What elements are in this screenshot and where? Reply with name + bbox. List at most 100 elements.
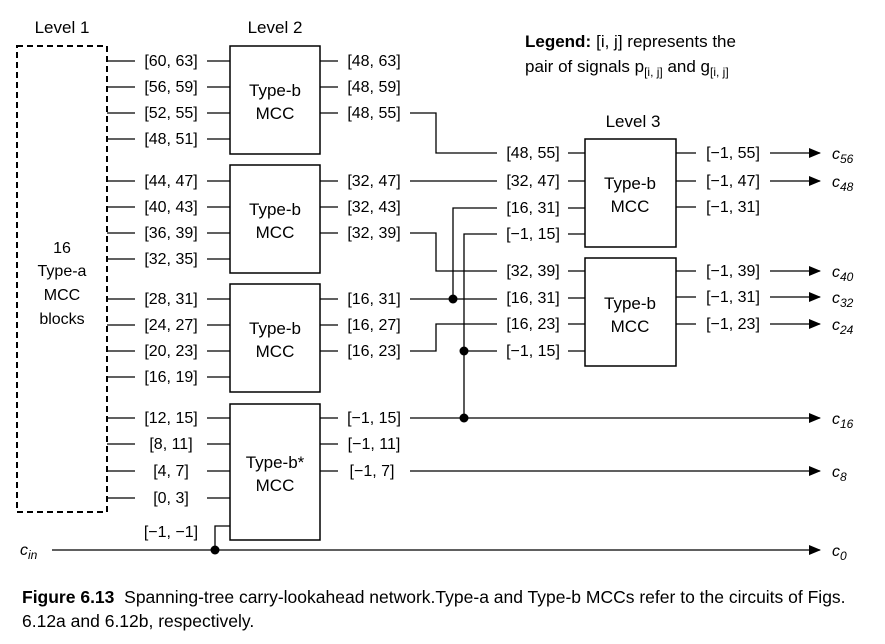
output-label: [−1, 15]	[347, 410, 401, 427]
input-label: [32, 39]	[506, 263, 559, 280]
mcc-box	[229, 283, 321, 393]
input-label: [56, 59]	[144, 79, 197, 96]
mcc-label: MCC	[611, 197, 650, 216]
input-label: [0, 3]	[153, 490, 189, 507]
mcc-label: MCC	[256, 104, 295, 123]
output-label: [−1, 55]	[706, 145, 760, 162]
input-label: [16, 23]	[506, 316, 559, 333]
level-3-block-1: Type-b MCC [48, 55] [32, 47] [16, 31] [−…	[506, 138, 760, 248]
level-1-label-line: MCC	[44, 287, 80, 304]
level-1-heading: Level 1	[35, 18, 90, 37]
output-label: [−1, 11]	[348, 436, 401, 453]
carry-label-c32: c32	[832, 290, 854, 310]
input-label: [16, 31]	[506, 200, 559, 217]
input-label: [12, 15]	[144, 410, 197, 427]
input-label: [48, 51]	[144, 131, 197, 148]
level-2-block-4: Type-b* MCC [12, 15] [8, 11] [4, 7] [0, …	[107, 403, 401, 541]
carry-label-c56: c56	[832, 146, 854, 166]
mcc-label: MCC	[256, 342, 295, 361]
mcc-label: Type-b	[604, 174, 656, 193]
level-3-block-2: Type-b MCC [32, 39] [16, 31] [16, 23] [−…	[506, 257, 760, 367]
legend-bold: Legend:	[525, 32, 591, 51]
junction-dot	[459, 346, 469, 356]
input-label: [52, 55]	[144, 105, 197, 122]
mcc-label: Type-b	[249, 81, 301, 100]
level-2-block-1: Type-b MCC [60, 63] [56, 59] [52, 55] [4…	[107, 45, 401, 155]
legend-sub-1: [i, j]	[644, 65, 663, 79]
input-label: [20, 23]	[144, 343, 197, 360]
caption-text: Spanning-tree carry-lookahead network.Ty…	[22, 587, 846, 631]
carry-label-c0: c0	[832, 543, 847, 563]
mcc-label: Type-b*	[246, 453, 305, 472]
output-label: [32, 47]	[347, 173, 400, 190]
carry-label-c8: c8	[832, 464, 847, 484]
carry-label-c16: c16	[832, 411, 854, 431]
input-label: [40, 43]	[144, 199, 197, 216]
mcc-box	[584, 138, 677, 248]
input-label: [−1, −1]	[144, 524, 198, 541]
cin-label: cin	[20, 542, 38, 562]
output-label: [32, 43]	[347, 199, 400, 216]
level-2-block-3: Type-b MCC [28, 31] [24, 27] [20, 23] [1…	[107, 283, 401, 393]
mcc-label: Type-b	[249, 319, 301, 338]
legend-text-1: [i, j] represents the	[596, 32, 736, 51]
output-label: [−1, 7]	[350, 463, 395, 480]
output-label: [−1, 47]	[706, 173, 760, 190]
output-label: [32, 39]	[347, 225, 400, 242]
svg-text:pair of signals p[i, j] and g[: pair of signals p[i, j] and g[i, j]	[525, 57, 729, 79]
mcc-box	[584, 257, 677, 367]
junction-dot	[210, 545, 220, 555]
mcc-label: Type-b	[249, 200, 301, 219]
interconnect-wires	[52, 112, 821, 555]
mcc-label: MCC	[256, 223, 295, 242]
legend-sub-2: [i, j]	[710, 65, 729, 79]
level-2-block-2: Type-b MCC [44, 47] [40, 43] [36, 39] [3…	[107, 164, 401, 274]
svg-text:Legend:[i, j] represents the: Legend: [i, j] represents the	[525, 32, 736, 51]
output-label: [48, 63]	[347, 53, 400, 70]
level-3-heading: Level 3	[606, 112, 661, 131]
mcc-label: MCC	[256, 476, 295, 495]
input-label: [48, 55]	[506, 145, 559, 162]
output-label: [48, 59]	[347, 79, 400, 96]
level-1-block	[16, 45, 108, 513]
input-label: [−1, 15]	[506, 343, 560, 360]
mcc-box	[229, 45, 321, 155]
figure-caption: Figure 6.13 Spanning-tree carry-lookahea…	[22, 585, 852, 633]
input-label: [32, 47]	[506, 173, 559, 190]
input-label: [44, 47]	[144, 173, 197, 190]
level-2-heading: Level 2	[248, 18, 303, 37]
output-label: [16, 31]	[347, 291, 400, 308]
carry-outputs: c56 c48 c40 c32 c24 c16 c8 c0	[832, 146, 854, 563]
level-1-label-line: blocks	[39, 311, 84, 328]
level-1-label: 16 Type-a MCC blocks	[38, 240, 87, 328]
input-label: [4, 7]	[153, 463, 189, 480]
caption-label: Figure 6.13	[22, 587, 115, 607]
output-label: [−1, 31]	[706, 289, 760, 306]
carry-label-c40: c40	[832, 264, 854, 284]
mcc-label: MCC	[611, 317, 650, 336]
output-label: [−1, 31]	[706, 199, 760, 216]
level-1-label-line: 16	[53, 240, 71, 257]
input-label: [32, 35]	[144, 251, 197, 268]
mcc-box	[229, 164, 321, 274]
legend: Legend: [i, j] represents the pair of sig…	[525, 32, 736, 79]
mcc-label: Type-b	[604, 294, 656, 313]
output-label: [−1, 39]	[706, 263, 760, 280]
junction-dots	[210, 294, 469, 555]
carry-label-c48: c48	[832, 174, 854, 194]
input-label: [60, 63]	[144, 53, 197, 70]
input-label: [28, 31]	[144, 291, 197, 308]
level-1-label-line: Type-a	[38, 263, 87, 280]
input-label: [8, 11]	[149, 436, 192, 453]
input-label: [36, 39]	[144, 225, 197, 242]
output-label: [48, 55]	[347, 105, 400, 122]
input-label: [−1, 15]	[506, 226, 560, 243]
mcc-box	[229, 403, 321, 541]
legend-and: and g	[663, 57, 710, 76]
legend-text-2: pair of signals p	[525, 57, 644, 76]
junction-dot	[459, 413, 469, 423]
input-label: [16, 19]	[144, 369, 197, 386]
carry-label-c24: c24	[832, 317, 854, 337]
output-label: [−1, 23]	[706, 316, 760, 333]
